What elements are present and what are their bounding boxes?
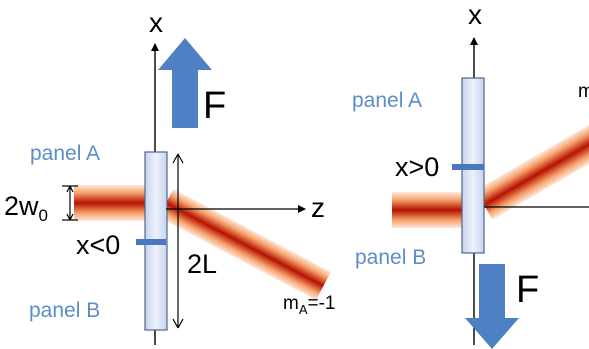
left-setup: x F z 2w0 2L panel A panel B x<0 (4, 7, 336, 345)
left-beam-width-sub: 0 (39, 206, 48, 225)
left-order-label: mA=-1 (283, 293, 336, 317)
left-length-label: 2L (187, 249, 217, 279)
left-order-sub: A (299, 302, 308, 317)
left-panel-a-label: panel A (30, 142, 100, 165)
left-order-main: m (283, 293, 299, 314)
left-diffracted-beam (158, 188, 331, 301)
left-order-value: =-1 (308, 293, 336, 314)
left-force-arrow (158, 38, 212, 128)
right-order-label-partial: m (578, 81, 589, 102)
left-position-label: x<0 (76, 230, 120, 260)
left-beam-width-main: 2w (4, 191, 39, 221)
right-panel-a-label: panel A (352, 89, 422, 112)
right-force-label: F (516, 269, 539, 311)
right-position-marker (452, 164, 484, 170)
left-force-label: F (203, 85, 226, 127)
left-length-arrows (172, 153, 184, 329)
left-position-marker (136, 239, 166, 245)
right-position-label: x>0 (395, 152, 439, 182)
left-panel-b-label: panel B (29, 299, 100, 322)
right-diffracted-beam (475, 115, 589, 220)
left-x-axis-label: x (149, 7, 163, 38)
left-beam-width-label: 2w0 (4, 191, 48, 225)
right-panel-b-label: panel B (355, 246, 426, 269)
right-setup: x F panel A panel B x>0 m (352, 0, 589, 349)
right-x-axis-label: x (468, 0, 482, 30)
left-width-bracket-arrows (66, 185, 74, 221)
left-z-axis-label: z (311, 192, 325, 223)
right-force-arrow (465, 264, 519, 349)
